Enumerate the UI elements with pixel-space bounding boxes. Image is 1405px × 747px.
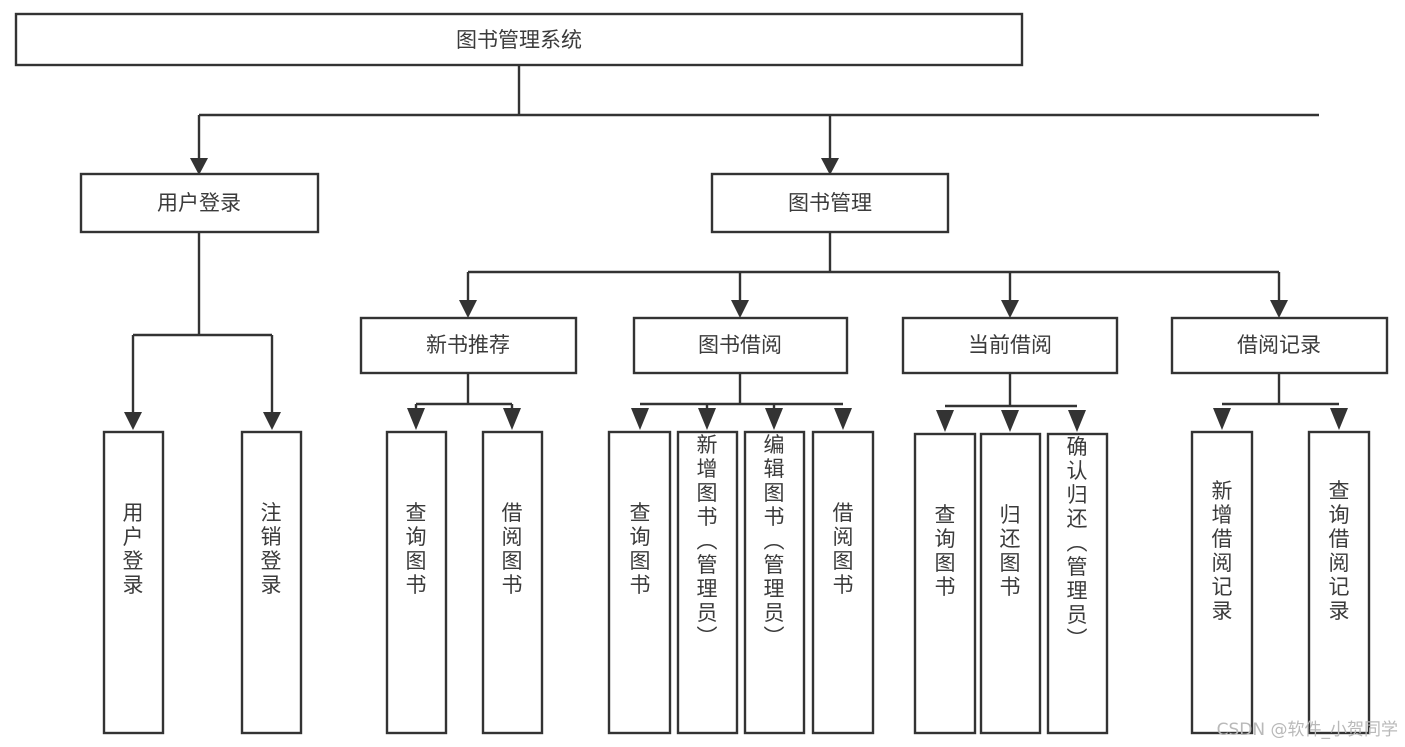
arrowhead-leaf-edit-book [765,408,783,430]
node-user-login-box[interactable] [79,172,320,234]
node-borrow-record-label: 借阅记录 [1237,333,1321,357]
node-root-box[interactable] [14,12,1024,67]
arrowhead-user-login [190,158,208,175]
node-root-label: 图书管理系统 [456,28,582,52]
arrowhead-leaf-borrow-book-2 [834,408,852,430]
arrowhead-new-book [459,300,477,318]
node-leaf-user-logout-label: 注销登录 [261,501,282,597]
node-leaf-return-book-label: 归还图书 [1000,503,1021,599]
arrowhead-leaf-add-book [698,408,716,430]
node-leaf-add-book-label: 新增图书︵管理员︶ [697,433,718,649]
node-leaf-return-book-box[interactable] [979,432,1042,735]
node-book-management-label: 图书管理 [788,191,872,215]
node-leaf-query-record-box[interactable] [1307,430,1371,735]
arrowhead-leaf-query-book-1 [407,408,425,430]
node-leaf-add-record-label: 新增借阅记录 [1212,479,1233,623]
node-new-book-recommend[interactable]: 新书推荐 [359,316,578,375]
node-leaf-borrow-book-2-box[interactable] [811,430,875,735]
node-leaf-query-book-1-label: 查询图书 [406,501,427,597]
arrowhead-leaf-return-book [1001,410,1019,432]
node-borrow-record[interactable]: 借阅记录 [1170,316,1389,375]
node-leaf-query-book-3-box[interactable] [913,432,977,735]
node-book-borrow-box[interactable] [632,316,849,375]
node-leaf-query-book-2-label: 查询图书 [630,501,651,597]
node-leaf-add-record[interactable]: 新增借阅记录 [1190,430,1254,735]
node-leaf-confirm-return-box[interactable] [1046,432,1109,735]
node-borrow-record-box[interactable] [1170,316,1389,375]
node-leaf-user-login-box[interactable] [102,430,165,735]
arrowhead-current-borrow [1001,300,1019,318]
node-book-borrow[interactable]: 图书借阅 [632,316,849,375]
node-leaf-query-book-1[interactable]: 查询图书 [385,430,448,735]
node-leaf-borrow-book-1[interactable]: 借阅图书 [481,430,544,735]
node-leaf-borrow-book-2[interactable]: 借阅图书 [811,430,875,735]
node-leaf-confirm-return[interactable]: 确认归还︵管理员︶ [1046,432,1109,735]
arrowhead-leaf-user-logout [263,412,281,430]
connectors [124,65,1348,432]
node-leaf-add-book-box[interactable] [676,430,739,735]
arrowhead-book-management [821,158,839,175]
node-leaf-borrow-book-1-label: 借阅图书 [502,501,523,597]
watermark-label: CSDN @软件_小贺同学 [1217,720,1398,740]
node-leaf-query-record-label: 查询借阅记录 [1329,479,1350,623]
node-leaf-confirm-return-label: 确认归还︵管理员︶ [1067,435,1088,651]
node-book-management[interactable]: 图书管理 [710,172,950,234]
node-root[interactable]: 图书管理系统 [14,12,1024,67]
node-leaf-borrow-book-1-box[interactable] [481,430,544,735]
node-leaf-add-book[interactable]: 新增图书︵管理员︶ [676,430,739,735]
arrowhead-book-borrow [731,300,749,318]
arrowhead-leaf-query-record [1330,408,1348,430]
node-leaf-query-book-1-box[interactable] [385,430,448,735]
node-leaf-user-logout-box[interactable] [240,430,303,735]
node-current-borrow[interactable]: 当前借阅 [901,316,1119,375]
node-leaf-query-book-3-label: 查询图书 [935,503,956,599]
node-leaf-query-book-2[interactable]: 查询图书 [607,430,672,735]
arrowhead-leaf-query-book-3 [936,410,954,432]
arrowhead-leaf-user-login [124,412,142,430]
node-leaf-query-book-2-box[interactable] [607,430,672,735]
arrowhead-leaf-borrow-book-1 [503,408,521,430]
node-leaf-edit-book-label: 编辑图书︵管理员︶ [764,433,785,649]
arrowhead-leaf-add-record [1213,408,1231,430]
arrowhead-leaf-query-book-2 [631,408,649,430]
arrowhead-leaf-confirm-return [1068,410,1086,432]
node-new-book-recommend-box[interactable] [359,316,578,375]
node-leaf-query-book-3[interactable]: 查询图书 [913,432,977,735]
node-user-login[interactable]: 用户登录 [79,172,320,234]
arrowhead-borrow-record [1270,300,1288,318]
node-leaf-edit-book-box[interactable] [743,430,806,735]
node-leaf-borrow-book-2-label: 借阅图书 [833,501,854,597]
node-user-login-label: 用户登录 [157,191,241,215]
node-leaf-query-record[interactable]: 查询借阅记录 [1307,430,1371,735]
node-leaf-user-logout[interactable]: 注销登录 [240,430,303,735]
node-leaf-edit-book[interactable]: 编辑图书︵管理员︶ [743,430,806,735]
node-leaf-return-book[interactable]: 归还图书 [979,432,1042,735]
node-leaf-user-login-label: 用户登录 [123,501,144,597]
node-leaf-add-record-box[interactable] [1190,430,1254,735]
node-book-borrow-label: 图书借阅 [698,333,782,357]
node-current-borrow-box[interactable] [901,316,1119,375]
node-current-borrow-label: 当前借阅 [968,333,1052,357]
node-leaf-user-login[interactable]: 用户登录 [102,430,165,735]
node-new-book-recommend-label: 新书推荐 [426,333,510,357]
node-book-management-box[interactable] [710,172,950,234]
